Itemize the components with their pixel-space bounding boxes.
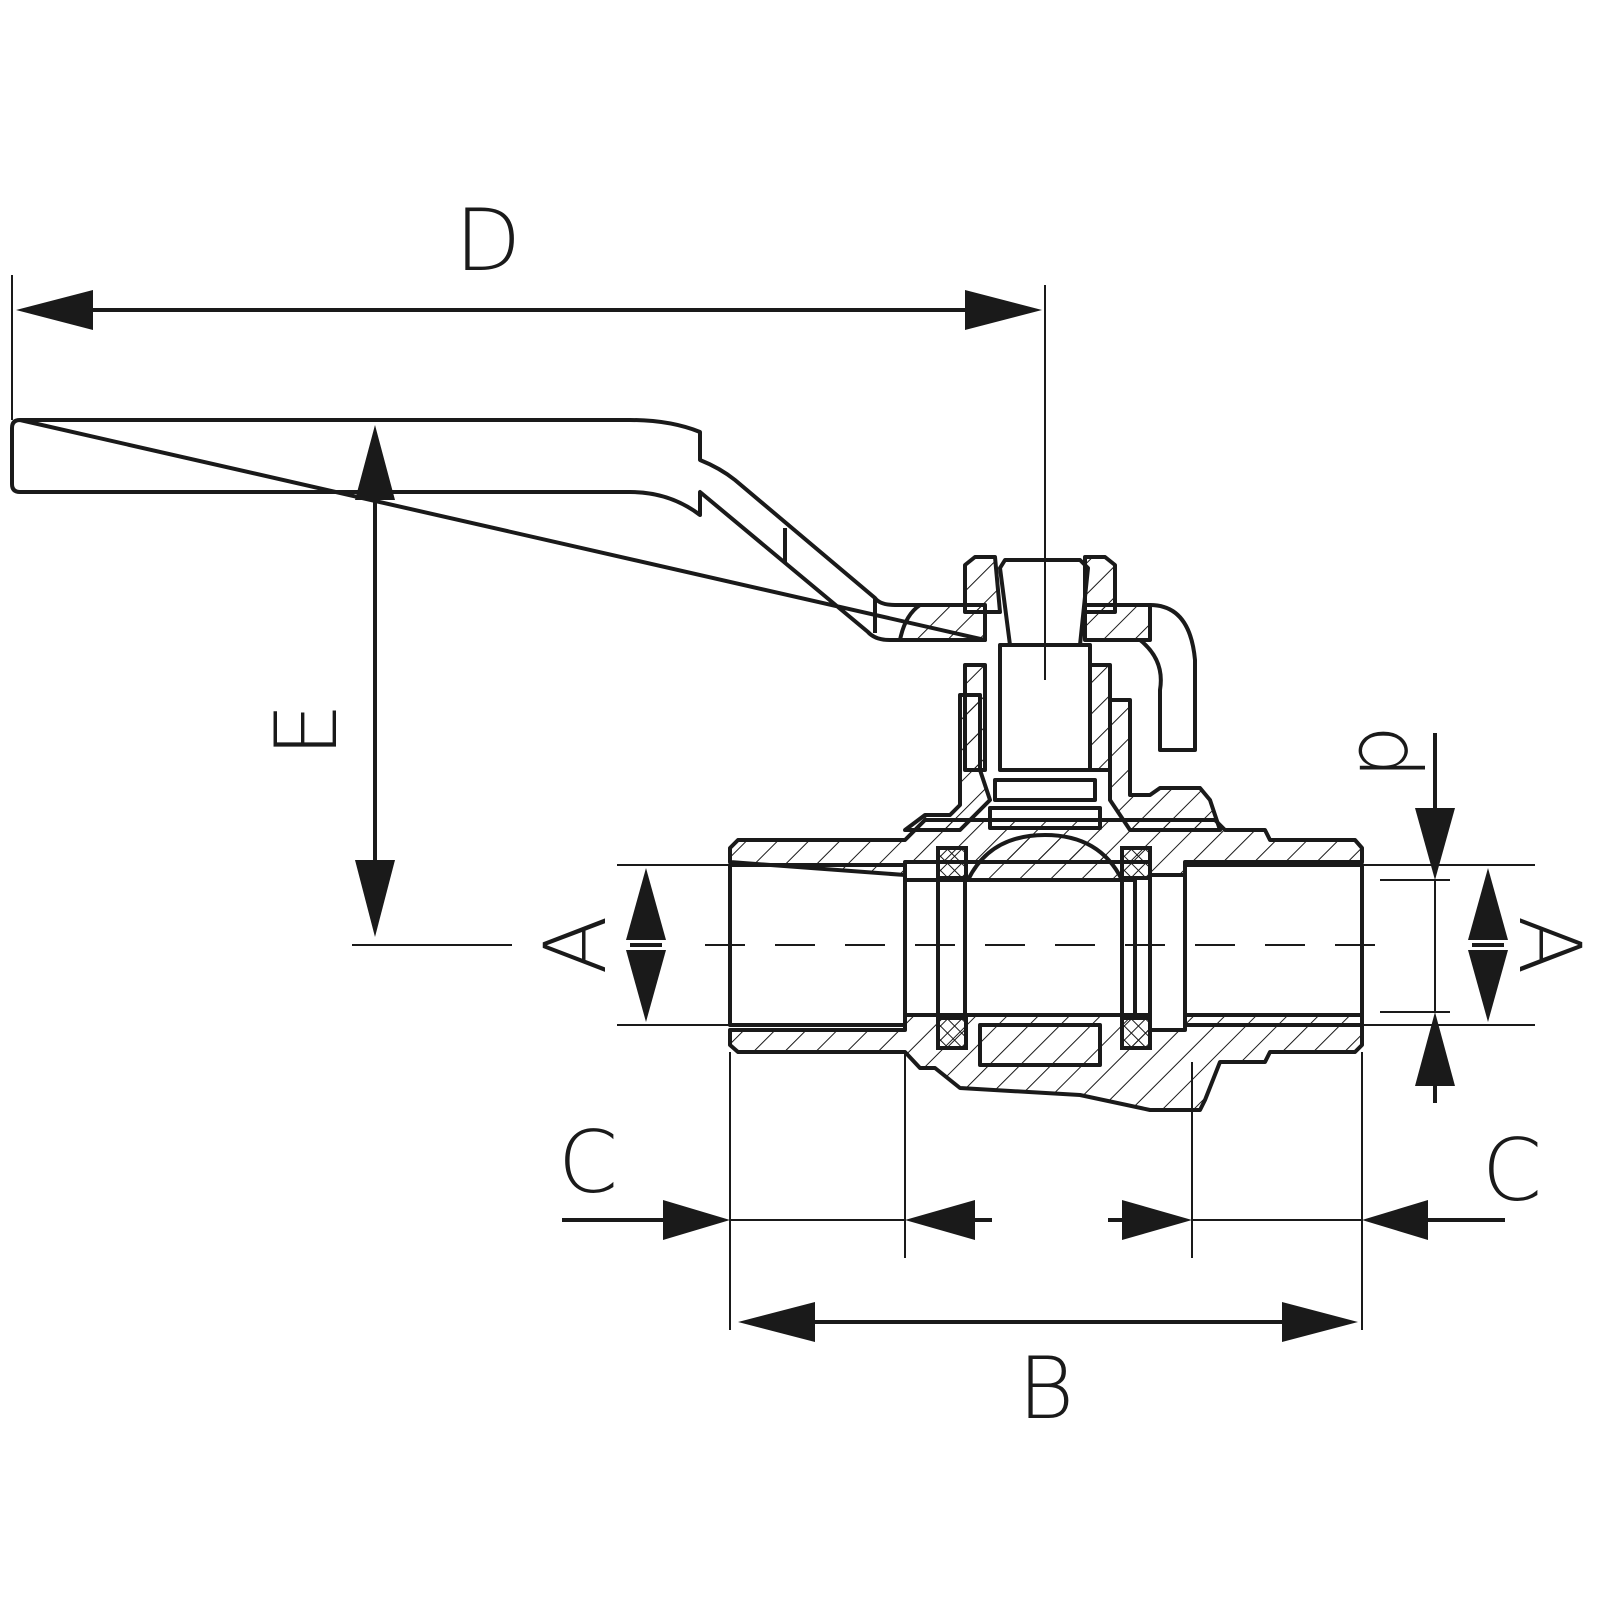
dimension-small-d: d xyxy=(1339,725,1455,1103)
label-b-dimension: B xyxy=(1018,1339,1074,1439)
stem-bonnet xyxy=(903,643,1222,832)
label-c-right: C xyxy=(1482,1121,1542,1221)
label-e-dimension: E xyxy=(257,703,357,757)
label-a-right: A xyxy=(1499,916,1599,975)
stem-nut xyxy=(963,555,1117,647)
dimension-b: B xyxy=(738,1302,1358,1439)
label-d-dimension: D xyxy=(455,191,521,291)
label-c-left: C xyxy=(558,1113,618,1213)
label-a-left: A xyxy=(526,916,626,975)
dimension-c: C C xyxy=(558,1052,1542,1330)
label-d-small: d xyxy=(1339,725,1439,780)
valve-body xyxy=(728,818,1364,1112)
dimension-a-left: A xyxy=(526,864,730,1026)
dimension-a-right: A xyxy=(1362,864,1599,1026)
dimension-d: D xyxy=(11,191,1046,680)
dimension-e: E xyxy=(257,425,512,946)
handle-lever xyxy=(10,418,1197,752)
